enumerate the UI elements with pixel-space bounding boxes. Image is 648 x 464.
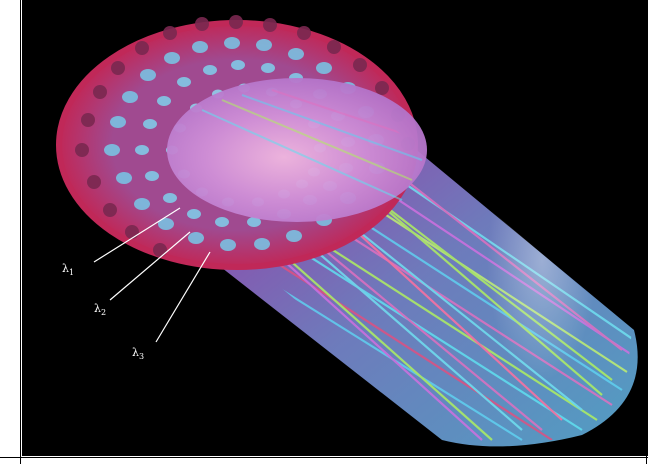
frame-bottom-border	[0, 457, 648, 458]
frame-left-border	[20, 0, 21, 464]
label-lambda-1: λ1	[62, 262, 74, 277]
label-lambda-3: λ3	[132, 346, 144, 361]
central-core	[167, 78, 427, 222]
label-lambda-2: λ2	[94, 302, 106, 317]
fiber-illustration: λ1 λ2 λ3	[22, 0, 648, 456]
fiber-bundle-svg: λ1 λ2 λ3	[22, 0, 648, 456]
